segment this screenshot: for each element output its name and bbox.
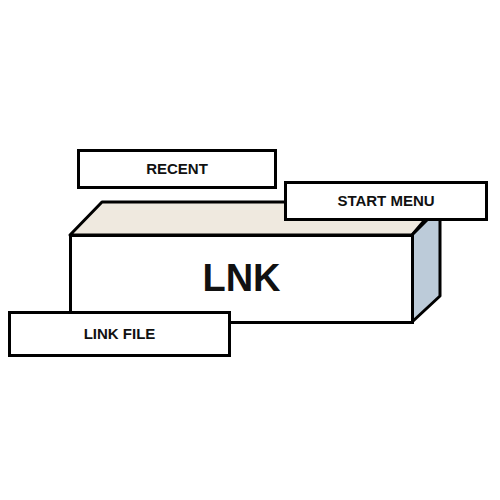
tag-box: LINK FILE (8, 311, 231, 357)
tag-box: RECENT (77, 149, 277, 189)
box-title: LNK (202, 258, 280, 300)
tag-label: START MENU (337, 193, 434, 210)
prism-side-face (412, 207, 440, 322)
tag-box: START MENU (284, 181, 488, 221)
tag-label: LINK FILE (84, 326, 156, 343)
tag-label: RECENT (146, 161, 208, 178)
